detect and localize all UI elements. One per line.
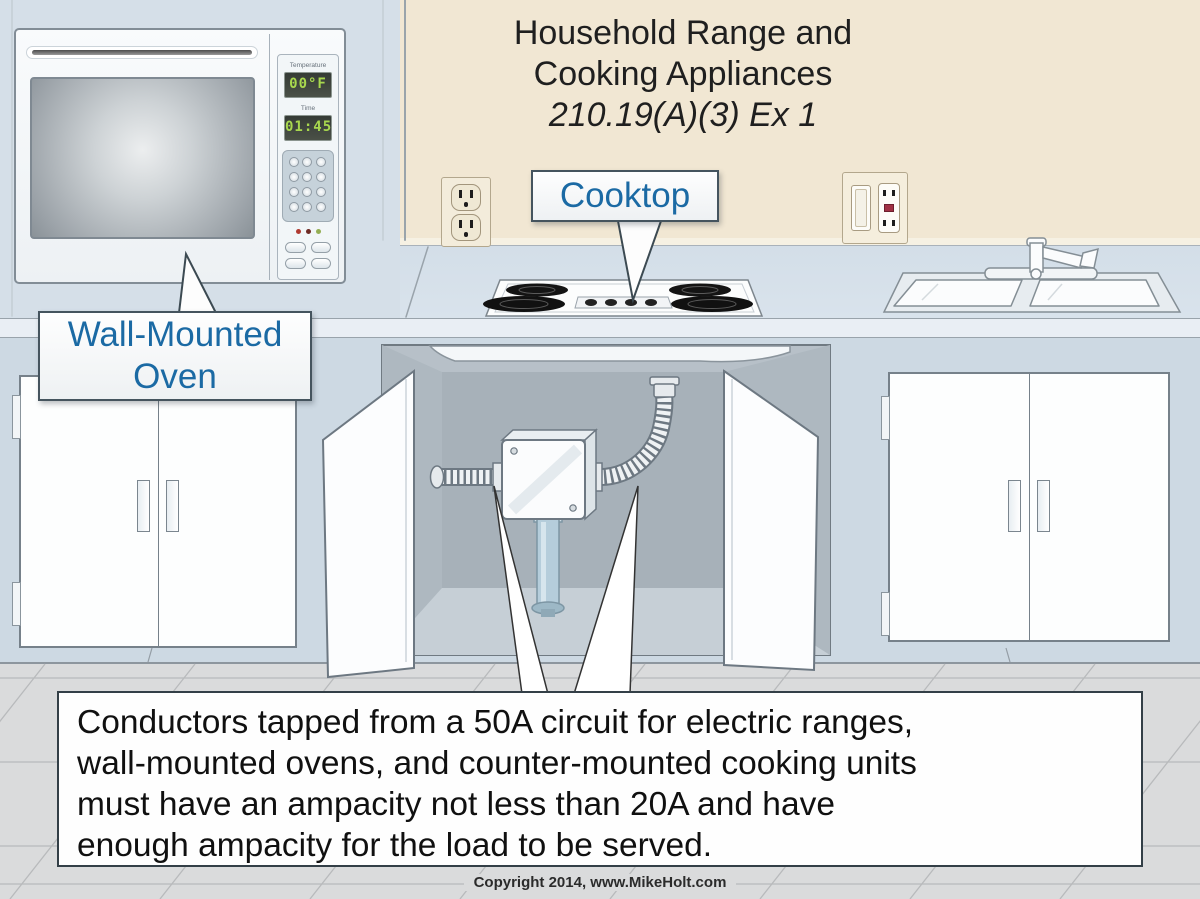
oven-temperature-display: 00°F [284, 72, 332, 98]
sink-basin-right [1029, 279, 1160, 307]
oven-keypad-button [289, 187, 299, 197]
cabinet-hinge [881, 592, 890, 636]
burner [483, 296, 565, 312]
oven-callout-tail [177, 250, 218, 314]
oven-door-handle [32, 50, 252, 55]
oven-door-window [30, 77, 255, 239]
junction-box [500, 428, 598, 521]
wall-mounted-oven: Temperature 00°F Time 01:45 [14, 28, 346, 284]
duplex-receptacle-icon [441, 177, 491, 247]
gfci-reset-button [883, 204, 894, 212]
flexible-conduit-left [429, 462, 505, 492]
oven-keypad-button [302, 172, 313, 182]
backsplash-lip [400, 238, 1200, 246]
burner [506, 283, 568, 297]
oven-door-divider [269, 34, 270, 280]
cooktop-knobs [585, 299, 657, 306]
receptacle-bottom [451, 213, 481, 241]
oven-function-button [285, 258, 306, 269]
oven-keypad [282, 150, 334, 222]
copyright-notice: Copyright 2014, www.MikeHolt.com [0, 874, 1200, 892]
oven-function-buttons [278, 234, 338, 269]
oven-keypad-button [289, 202, 299, 212]
cabinet-handle [166, 480, 179, 532]
oven-indicator-lights [278, 229, 338, 234]
title-line-1: Household Range and [513, 14, 853, 52]
cabinet-hinge [881, 396, 890, 440]
open-door-left [321, 368, 415, 679]
indicator-light-dark [305, 229, 311, 234]
rocker-switch-icon [850, 185, 871, 231]
oven-function-button [285, 242, 306, 253]
oven-function-button [310, 242, 331, 253]
open-door-right [723, 369, 820, 672]
oven-keypad-button [289, 157, 299, 167]
oven-function-button [310, 258, 331, 269]
conduit-drop-pipe [531, 511, 565, 617]
code-note-box: Conductors tapped from a 50A circuit for… [57, 691, 1143, 867]
oven-keypad-button [315, 157, 326, 167]
callout-tails [177, 220, 663, 695]
switch-gfci-plate-icon [842, 172, 908, 244]
note-line: must have an ampacity not less than 20A … [77, 786, 835, 823]
faucet-icon [1026, 237, 1099, 280]
title-block: Household Range and Cooking Appliances 2… [418, 13, 948, 136]
counter-underside [428, 345, 791, 363]
oven-temperature-label: Temperature [289, 62, 327, 69]
cabinet-door-divider [158, 377, 159, 646]
oven-keypad-button [302, 202, 313, 212]
burner [671, 296, 753, 312]
cabinet-handle [1008, 480, 1021, 532]
title-code-reference: 210.19(A)(3) Ex 1 [548, 96, 818, 134]
cooktop-unit [483, 279, 764, 317]
cabinet-hinge [12, 395, 21, 439]
indicator-light-green [315, 229, 321, 234]
oven-keypad-button [302, 187, 313, 197]
oven-keypad-button [315, 202, 326, 212]
open-cabinet-doors [321, 368, 820, 679]
oven-keypad-button [315, 172, 326, 182]
sink-basin-left [893, 279, 1023, 307]
base-cabinet-left [12, 375, 297, 648]
cabinet-door-divider [1029, 374, 1030, 640]
oven-keypad-button [315, 187, 326, 197]
oven-keypad-button [302, 157, 313, 167]
oven-control-panel: Temperature 00°F Time 01:45 [277, 54, 339, 280]
indicator-light-red [295, 229, 301, 234]
receptacle-top [451, 183, 481, 211]
gfci-receptacle-icon [877, 183, 900, 233]
note-line: Conductors tapped from a 50A circuit for… [77, 704, 914, 741]
title-line-2: Cooking Appliances [533, 55, 833, 93]
cabinet-handle [137, 480, 150, 532]
oven-time-label: Time [300, 105, 316, 112]
burner [669, 283, 731, 297]
note-line: wall-mounted ovens, and counter-mounted … [77, 745, 917, 782]
box-screw [569, 504, 577, 512]
oven-keypad-button [289, 172, 299, 182]
wall-corner-lines [11, 0, 429, 318]
note-line: enough ampacity for the load to be serve… [77, 827, 713, 864]
cabinet-handle [1037, 480, 1050, 532]
oven-time-display: 01:45 [284, 115, 332, 141]
box-screw [510, 447, 518, 455]
cooktop-callout-label: Cooktop [531, 170, 719, 222]
wall-oven-callout-label: Wall-Mounted Oven [38, 311, 312, 401]
base-cabinet-right [881, 372, 1170, 642]
kitchen-sink [882, 237, 1182, 313]
cabinet-hinge [12, 582, 21, 626]
